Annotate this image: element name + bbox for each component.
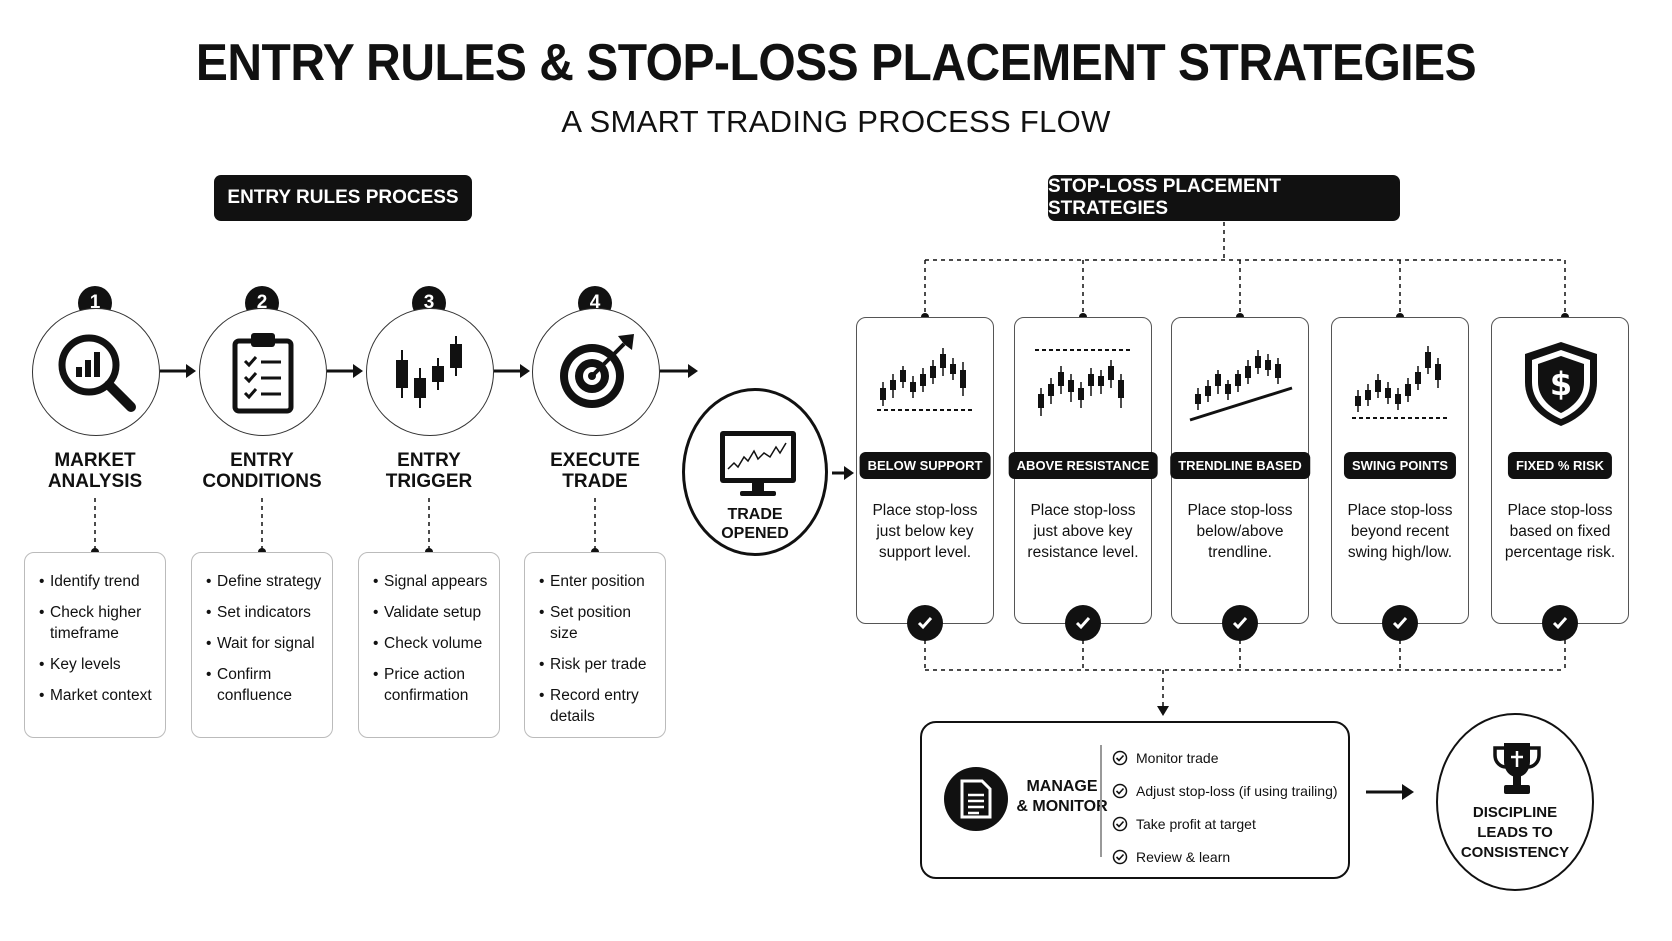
- check-circle-icon: [1112, 750, 1128, 766]
- check-icon: [1222, 605, 1258, 641]
- list-item: Adjust stop-loss (if using trailing): [1112, 774, 1338, 807]
- list-item: Define strategy: [206, 571, 324, 592]
- check-icon: [1382, 605, 1418, 641]
- list-item: Signal appears: [373, 571, 491, 592]
- step-title-entry-trigger: ENTRYTRIGGER: [344, 450, 514, 492]
- swing-chart-icon: [1346, 344, 1456, 424]
- strategy-label: FIXED % RISK: [1508, 452, 1612, 479]
- step-circle-execute-trade: [532, 308, 660, 436]
- discipline-node: DISCIPLINELEADS TOCONSISTENCY: [1436, 713, 1594, 891]
- step-circle-market-analysis: [32, 308, 160, 436]
- trade-opened-node: TRADEOPENED: [682, 388, 828, 556]
- strategy-description: Place stop-lossbased on fixedpercentage …: [1492, 500, 1628, 563]
- step-list-entry-conditions: Define strategy Set indicators Wait for …: [191, 552, 333, 738]
- strategy-card-fixed-risk: $ FIXED % RISK Place stop-lossbased on f…: [1491, 317, 1629, 624]
- resistance-line-chart-icon: [1029, 344, 1139, 424]
- step-list-entry-trigger: Signal appears Validate setup Check volu…: [358, 552, 500, 738]
- trendline-chart-icon: [1186, 344, 1296, 424]
- strategy-description: Place stop-lossjust below keysupport lev…: [857, 500, 993, 563]
- list-item: Set position size: [539, 602, 657, 644]
- manage-monitor-title: MANAGE& MONITOR: [1014, 777, 1110, 817]
- list-item: Market context: [39, 685, 157, 706]
- check-icon: [907, 605, 943, 641]
- divider: [1100, 745, 1102, 857]
- trade-opened-label: TRADEOPENED: [685, 505, 825, 543]
- stoploss-section-label: STOP-LOSS PLACEMENT STRATEGIES: [1048, 175, 1400, 221]
- entry-rules-section-label: ENTRY RULES PROCESS: [214, 175, 472, 221]
- check-circle-icon: [1112, 783, 1128, 799]
- magnifier-chart-icon: [51, 327, 141, 417]
- discipline-label: DISCIPLINELEADS TOCONSISTENCY: [1438, 803, 1592, 863]
- strategy-label: ABOVE RESISTANCE: [1009, 452, 1158, 479]
- list-item: Price action confirmation: [373, 664, 491, 706]
- strategy-description: Place stop-lossbelow/abovetrendline.: [1172, 500, 1308, 563]
- candlestick-icon: [390, 332, 470, 412]
- strategy-label: TRENDLINE BASED: [1170, 452, 1310, 479]
- strategy-card-swing-points: SWING POINTS Place stop-lossbeyond recen…: [1331, 317, 1469, 624]
- strategy-card-above-resistance: ABOVE RESISTANCE Place stop-lossjust abo…: [1014, 317, 1152, 624]
- strategy-card-below-support: BELOW SUPPORT Place stop-lossjust below …: [856, 317, 994, 624]
- list-item: Record entry details: [539, 685, 657, 727]
- step-title-entry-conditions: ENTRYCONDITIONS: [177, 450, 347, 492]
- manage-checklist: Monitor trade Adjust stop-loss (if using…: [1112, 741, 1338, 873]
- list-item: Validate setup: [373, 602, 491, 623]
- check-icon: [1542, 605, 1578, 641]
- list-item: Enter position: [539, 571, 657, 592]
- step-circle-entry-trigger: [366, 308, 494, 436]
- list-item: Monitor trade: [1112, 741, 1338, 774]
- strategy-label: SWING POINTS: [1344, 452, 1456, 479]
- monitor-chart-icon: [718, 429, 798, 499]
- target-arrow-icon: [554, 330, 638, 414]
- manage-monitor-panel: MANAGE& MONITOR Monitor trade Adjust sto…: [920, 721, 1350, 879]
- check-circle-icon: [1112, 849, 1128, 865]
- list-item: Key levels: [39, 654, 157, 675]
- list-item: Confirm confluence: [206, 664, 324, 706]
- step-list-market-analysis: Identify trend Check higher timeframe Ke…: [24, 552, 166, 738]
- svg-text:$: $: [1550, 365, 1572, 403]
- clipboard-checklist-icon: [223, 327, 303, 417]
- list-item: Set indicators: [206, 602, 324, 623]
- step-list-execute-trade: Enter position Set position size Risk pe…: [524, 552, 666, 738]
- step-title-execute-trade: EXECUTETRADE: [510, 450, 680, 492]
- list-item: Check volume: [373, 633, 491, 654]
- strategy-label: BELOW SUPPORT: [860, 452, 991, 479]
- list-item: Risk per trade: [539, 654, 657, 675]
- strategy-card-trendline-based: TRENDLINE BASED Place stop-lossbelow/abo…: [1171, 317, 1309, 624]
- check-circle-icon: [1112, 816, 1128, 832]
- list-item: Review & learn: [1112, 840, 1338, 873]
- strategy-description: Place stop-lossbeyond recentswing high/l…: [1332, 500, 1468, 563]
- shield-dollar-icon: $: [1521, 340, 1601, 428]
- page-title: ENTRY RULES & STOP-LOSS PLACEMENT STRATE…: [0, 34, 1672, 93]
- trophy-icon: [1490, 739, 1544, 797]
- list-item: Wait for signal: [206, 633, 324, 654]
- page-subtitle: A SMART TRADING PROCESS FLOW: [0, 104, 1672, 140]
- step-circle-entry-conditions: [199, 308, 327, 436]
- list-item: Check higher timeframe: [39, 602, 157, 644]
- list-item: Identify trend: [39, 571, 157, 592]
- step-title-market-analysis: MARKETANALYSIS: [10, 450, 180, 492]
- list-item: Take profit at target: [1112, 807, 1338, 840]
- check-icon: [1065, 605, 1101, 641]
- strategy-description: Place stop-lossjust above keyresistance …: [1015, 500, 1151, 563]
- document-icon: [944, 767, 1008, 831]
- support-line-chart-icon: [871, 344, 981, 424]
